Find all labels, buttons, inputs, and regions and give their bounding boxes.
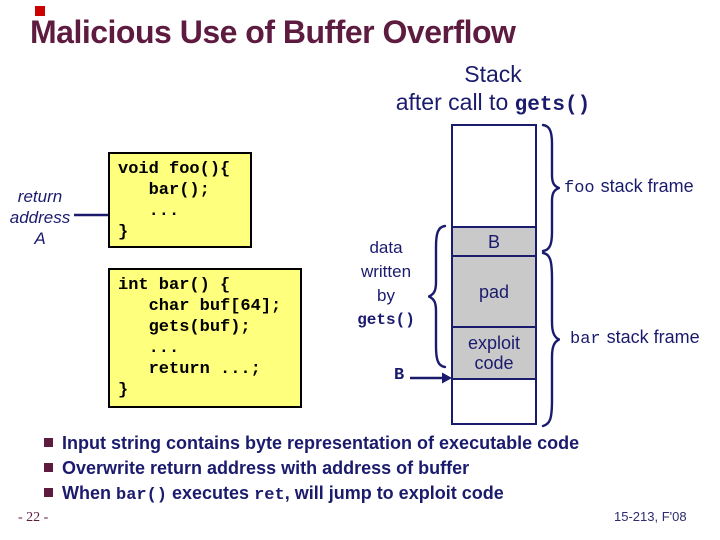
foo-frame-brace [541,123,560,253]
bar-code-text: bar [570,330,601,349]
subtitle: Stack after call to gets() [368,60,618,120]
code-line: ... [118,339,180,358]
data-written-line: data [369,238,403,257]
bullet-text: When bar() executes ret, will jump to ex… [62,483,504,505]
red-corner-mark [35,6,45,16]
b-pointer-arrow-icon [410,372,452,384]
code-line: char buf[64]; [118,297,282,316]
bullet-item: Input string contains byte representatio… [44,431,704,455]
code-line: void foo(){ [118,160,231,179]
subtitle-gets-code: gets() [514,94,591,117]
data-written-line: written [360,262,412,281]
b-pointer-label: B [394,366,405,385]
bullet-text: Overwrite return address with address of… [62,458,470,478]
code-line: ... [118,202,180,221]
code-line: } [118,223,129,242]
bullet-text: Input string contains byte representatio… [62,433,580,453]
foo-code-text: foo [564,179,595,198]
bar-code-box: int bar() { char buf[64]; gets(buf); ...… [108,268,302,408]
page-number: - 22 - [18,510,49,525]
bullet-square-icon [44,438,53,447]
return-address-line: return [17,187,63,206]
subtitle-line1: Stack [464,61,522,87]
data-written-gets-code: gets() [357,311,415,329]
bullet-square-icon [44,463,53,472]
bullet-item: When bar() executes ret, will jump to ex… [44,481,704,508]
stack-diagram: B pad exploit code [451,124,537,425]
bullet-item: Overwrite return address with address of… [44,456,704,480]
subtitle-line2: after call to gets() [368,88,618,120]
code-line: return ...; [118,360,261,379]
course-footer: 15-213, F'08 [614,509,687,524]
data-written-line: by [377,286,395,305]
code-line: gets(buf); [118,318,251,337]
code-line: int bar() { [118,276,231,295]
bullet-list: Input string contains byte representatio… [44,431,704,509]
return-address-line: A [34,229,46,248]
data-written-brace [428,224,447,369]
code-line: bar(); [118,181,210,200]
foo-stack-frame-label: foo stack frame [564,176,694,198]
stack-cell-exploit-code: exploit code [453,326,535,378]
bar-frame-brace [541,251,560,428]
return-address-line: address [9,208,71,227]
stack-cell-pad: pad [453,255,535,326]
subtitle-line2-text: after call to [395,89,515,115]
data-written-label: data written by gets() [344,236,428,332]
bar-frame-text: stack frame [606,327,700,347]
stack-cell-bottom-empty [453,378,535,423]
foo-frame-text: stack frame [600,176,694,196]
bullet-square-icon [44,488,53,497]
page-title: Malicious Use of Buffer Overflow [30,14,516,50]
return-address-label: return address A [0,186,80,249]
stack-cell-top-empty [453,126,535,226]
foo-code-box: void foo(){ bar(); ... } [108,152,252,248]
stack-cell-b: B [453,226,535,255]
code-line: } [118,381,129,400]
bar-stack-frame-label: bar stack frame [570,327,700,349]
